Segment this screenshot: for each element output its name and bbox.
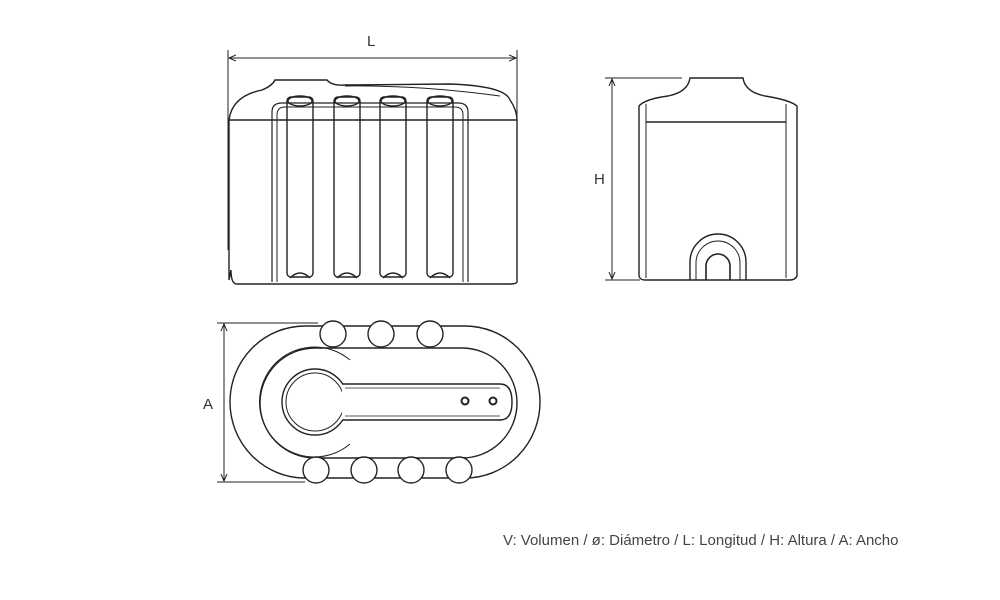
fitting-hole <box>460 396 470 406</box>
legend-caption: V: Volumen / ø: Diámetro / L: Longitud /… <box>503 532 899 549</box>
length-label: L <box>367 33 376 50</box>
front-ribs <box>286 95 454 279</box>
front-rib-frame-inner <box>276 106 464 282</box>
front-rib <box>333 95 361 279</box>
top-rib-circle <box>367 320 395 348</box>
top-rib-circle <box>319 320 347 348</box>
top-rib-circle <box>350 456 378 484</box>
side-view <box>605 77 798 281</box>
front-view <box>227 50 518 285</box>
front-rib <box>286 95 314 279</box>
front-rib-frame-outer <box>271 102 469 282</box>
front-body-outline <box>228 79 518 285</box>
top-view <box>217 320 541 484</box>
height-label: H <box>594 171 605 188</box>
side-outlet-arch <box>689 233 747 280</box>
top-rib-circle <box>397 456 425 484</box>
front-top-contour <box>344 85 501 97</box>
top-view-ribs <box>302 320 473 484</box>
top-rib-circle <box>302 456 330 484</box>
width-label: A <box>203 396 214 413</box>
top-channel <box>342 383 513 421</box>
fitting-hole <box>488 396 498 406</box>
top-rib-circle <box>416 320 444 348</box>
front-rib <box>379 95 407 279</box>
front-rib <box>426 95 454 279</box>
side-body-outline <box>638 77 798 281</box>
top-rib-circle <box>445 456 473 484</box>
